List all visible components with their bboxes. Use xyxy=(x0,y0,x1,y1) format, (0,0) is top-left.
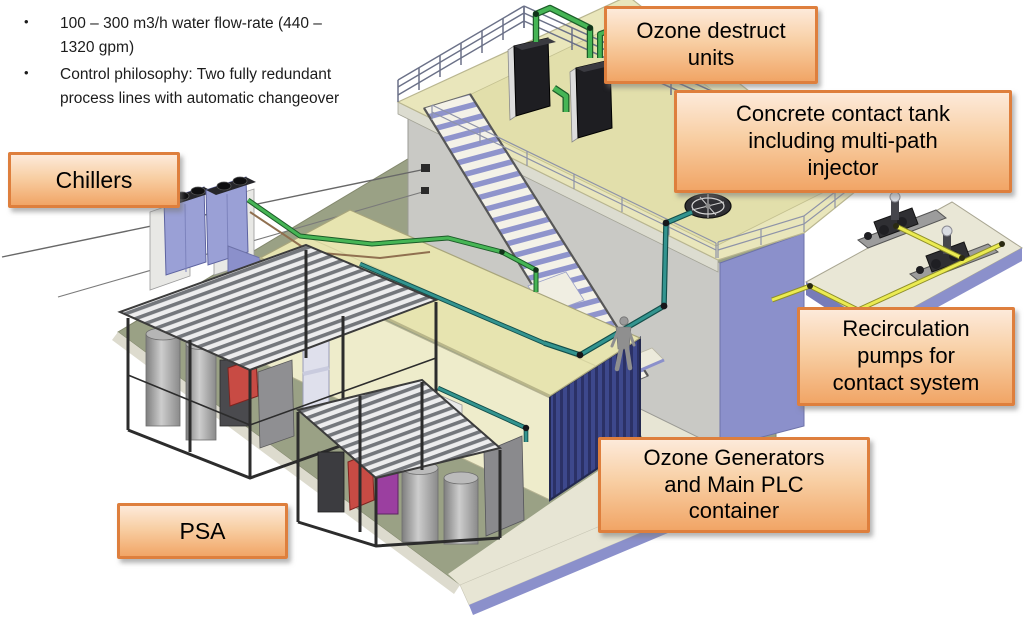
person-figure xyxy=(610,316,636,372)
callout-concrete-contact-tank: Concrete contact tank including multi-pa… xyxy=(674,90,1012,193)
bullet-marker: • xyxy=(24,14,29,29)
tank-side-wall xyxy=(719,232,805,449)
psa-skid-rear xyxy=(117,243,439,480)
callout-chillers: Chillers xyxy=(8,152,180,208)
callout-psa: PSA xyxy=(117,503,288,559)
callout-label: Ozone destruct units xyxy=(636,18,786,70)
bullet-item: • 100 – 300 m3/h water flow-rate (440 – 1… xyxy=(22,12,374,60)
bullet-marker: • xyxy=(24,65,29,81)
injector-manhole xyxy=(684,193,732,219)
bullet-text: Control philosophy: Two fully redundant … xyxy=(60,66,340,108)
psa-skid-front xyxy=(295,378,525,548)
corrugated-roof xyxy=(117,243,439,372)
ozone-destruct-unit xyxy=(507,37,618,143)
callout-label: Concrete contact tank including multi-pa… xyxy=(735,101,950,180)
callout-label: Recirculation pumps for contact system xyxy=(832,316,980,395)
process-piping xyxy=(359,209,694,442)
yellow-piping xyxy=(771,223,1005,313)
bullet-item: • Control philosophy: Two fully redundant… xyxy=(22,63,374,111)
callout-ozone-generators: Ozone Generators and Main PLC container xyxy=(598,437,870,533)
callout-label: PSA xyxy=(179,517,226,544)
bullet-list: • 100 – 300 m3/h water flow-rate (440 – 1… xyxy=(22,12,374,114)
chiller-piping xyxy=(246,197,539,292)
callout-recirculation-pumps: Recirculation pumps for contact system xyxy=(797,307,1015,406)
callout-ozone-destruct-units: Ozone destruct units xyxy=(604,6,818,84)
callout-label: Chillers xyxy=(55,166,133,193)
callout-label: Ozone Generators and Main PLC container xyxy=(643,444,825,524)
bullet-text: 100 – 300 m3/h water flow-rate (440 – 13… xyxy=(60,15,322,57)
corrugated-roof xyxy=(295,378,503,480)
